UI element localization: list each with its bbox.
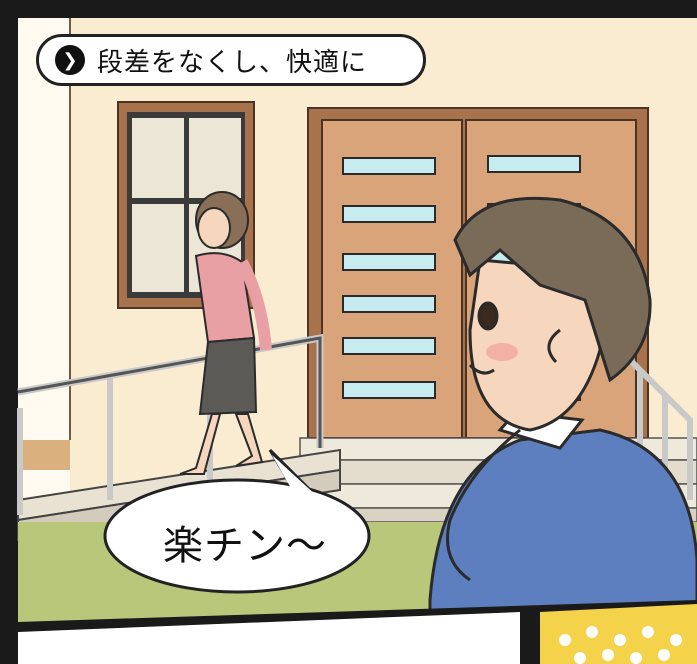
speech-bubble-text: 楽チン〜 — [163, 523, 327, 569]
woman-figure — [179, 191, 272, 475]
chevron-right-icon: ❯ — [55, 45, 85, 75]
caption-box: ❯ 段差をなくし、快適に — [36, 34, 426, 86]
dots-pattern — [559, 626, 682, 664]
caption-text: 段差をなくし、快適に — [97, 47, 368, 78]
man-figure — [428, 196, 697, 624]
speech-bubble — [103, 448, 371, 594]
handrail-left — [17, 333, 324, 515]
